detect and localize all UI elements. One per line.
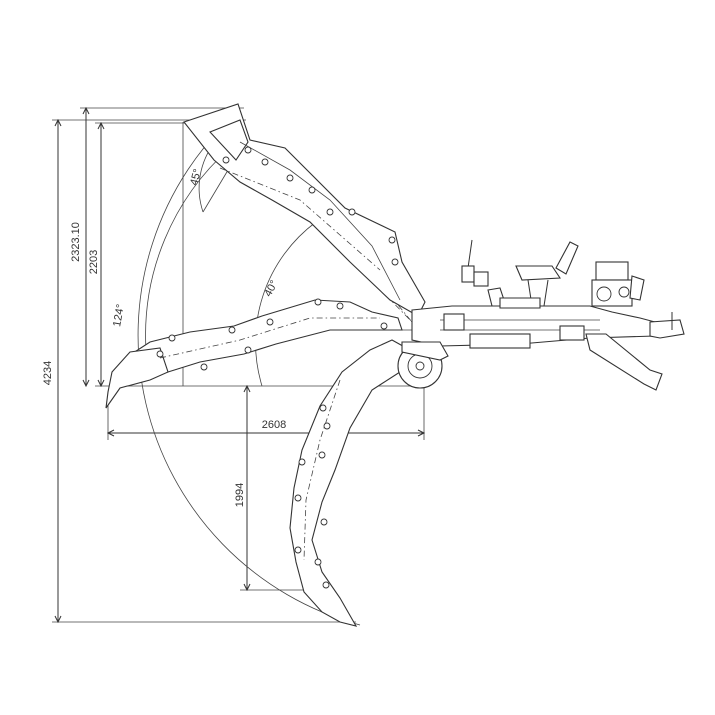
total-height-label: 4234	[42, 361, 54, 385]
dump-height-label: 2203	[88, 250, 100, 274]
bucket-angle-label: 45°	[188, 168, 204, 187]
boom-raised	[183, 103, 426, 317]
boom-angle-label: 40°	[262, 278, 280, 298]
dig-depth-label: 1994	[234, 483, 246, 507]
dimension-lines	[52, 106, 430, 624]
boom-extended	[105, 298, 403, 409]
boom-lowered	[289, 339, 411, 627]
reach-length-label: 2608	[262, 419, 286, 431]
swing-angle-label: 124°	[111, 303, 127, 328]
reach-height-label: 2323.10	[70, 222, 82, 262]
chassis	[397, 239, 685, 391]
